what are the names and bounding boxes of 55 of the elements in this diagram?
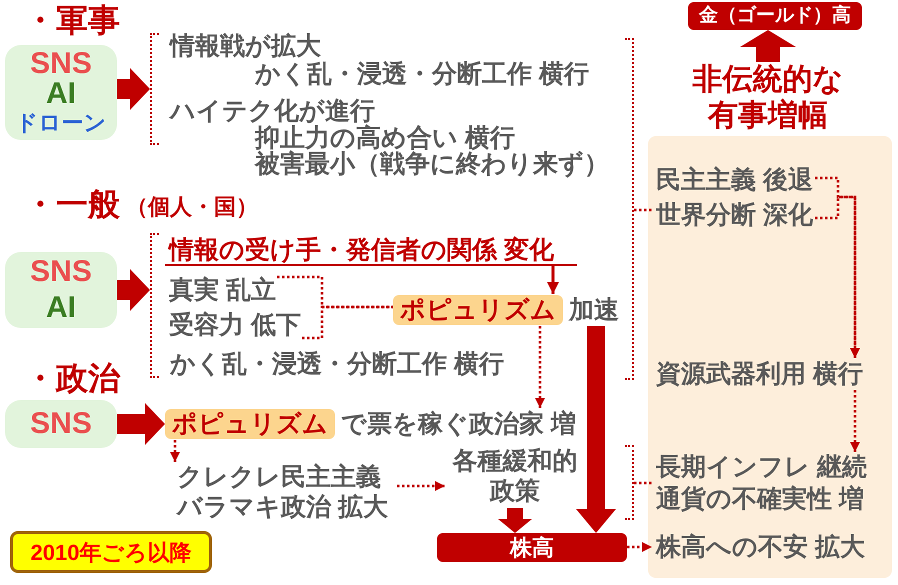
item-text: バラマキ政治 拡大 [177, 494, 388, 520]
keyword-text: ドローン [16, 108, 106, 136]
keyword-card [5, 252, 117, 328]
heading-note: （個人・国） [126, 193, 258, 221]
highlight-badge: ポピュリズム [393, 295, 563, 325]
underlined-heading: 情報の受け手・発信者の関係 変化 [165, 236, 577, 266]
item-text: 各種緩和的政策 [451, 446, 578, 506]
item-text: ハイテク化が進行 [170, 98, 375, 124]
item-text: かく乱・浸透・分断工作 横行 [170, 351, 504, 377]
block-arrow [576, 326, 616, 533]
keyword-card [5, 45, 117, 140]
result-bar: 株高 [437, 533, 627, 562]
item-text: 加速 [569, 297, 619, 323]
block-arrow [117, 269, 150, 311]
item-text: 抑止力の高め合い 横行 [255, 125, 515, 151]
keyword-text: AI [46, 290, 76, 326]
item-text: で票を稼ぐ政治家 増 [341, 411, 576, 437]
arrow [547, 266, 559, 294]
dotted-arrow [850, 390, 860, 452]
dotted-connector [634, 208, 652, 212]
item-text: クレクレ民主主義 [177, 464, 381, 490]
item-text: 受容力 低下 [169, 312, 301, 338]
emphasis-heading: 非伝統的な有事増幅 [692, 62, 844, 134]
dotted-connector [302, 306, 393, 340]
highlight-badge: ポピュリズム [165, 409, 335, 439]
keyword-text: SNS [30, 406, 92, 442]
block-arrow [498, 508, 532, 533]
dotted-arrow [170, 440, 180, 462]
section-heading: ・政治 [24, 359, 120, 398]
section-heading: ・一般 [24, 185, 120, 224]
keyword-card [5, 400, 117, 448]
section-heading: ・軍事 [24, 1, 120, 40]
block-arrow [740, 30, 796, 62]
item-text: かく乱・浸透・分断工作 横行 [255, 61, 589, 87]
keyword-text: SNS [30, 254, 92, 290]
keyword-text: SNS [30, 48, 92, 78]
block-arrow [117, 68, 150, 110]
period-tag: 2010年ごろ以降 [10, 531, 212, 573]
block-arrow [117, 403, 165, 445]
keyword-text: AI [46, 78, 76, 108]
dotted-arrow [535, 326, 545, 408]
item-text: 真実 乱立 [169, 277, 276, 303]
item-text: 資源武器利用 横行 [656, 361, 863, 387]
dotted-connector [634, 482, 652, 484]
item-text: 長期インフレ 継続 [656, 454, 867, 480]
dotted-arrow [397, 481, 445, 491]
item-text: 民主主義 後退 [656, 167, 813, 193]
item-text: 被害最小（戦争に終わり来ず） [255, 151, 609, 177]
label-banner: 金（ゴールド）高 [688, 2, 862, 30]
dotted-arrow [627, 542, 652, 552]
panel-background [648, 136, 892, 578]
item-text: 株高への不安 拡大 [656, 534, 865, 560]
item-text: 世界分断 深化 [656, 202, 813, 228]
item-text: 通貨の不確実性 増 [656, 486, 864, 512]
item-text: 情報戦が拡大 [170, 33, 321, 59]
